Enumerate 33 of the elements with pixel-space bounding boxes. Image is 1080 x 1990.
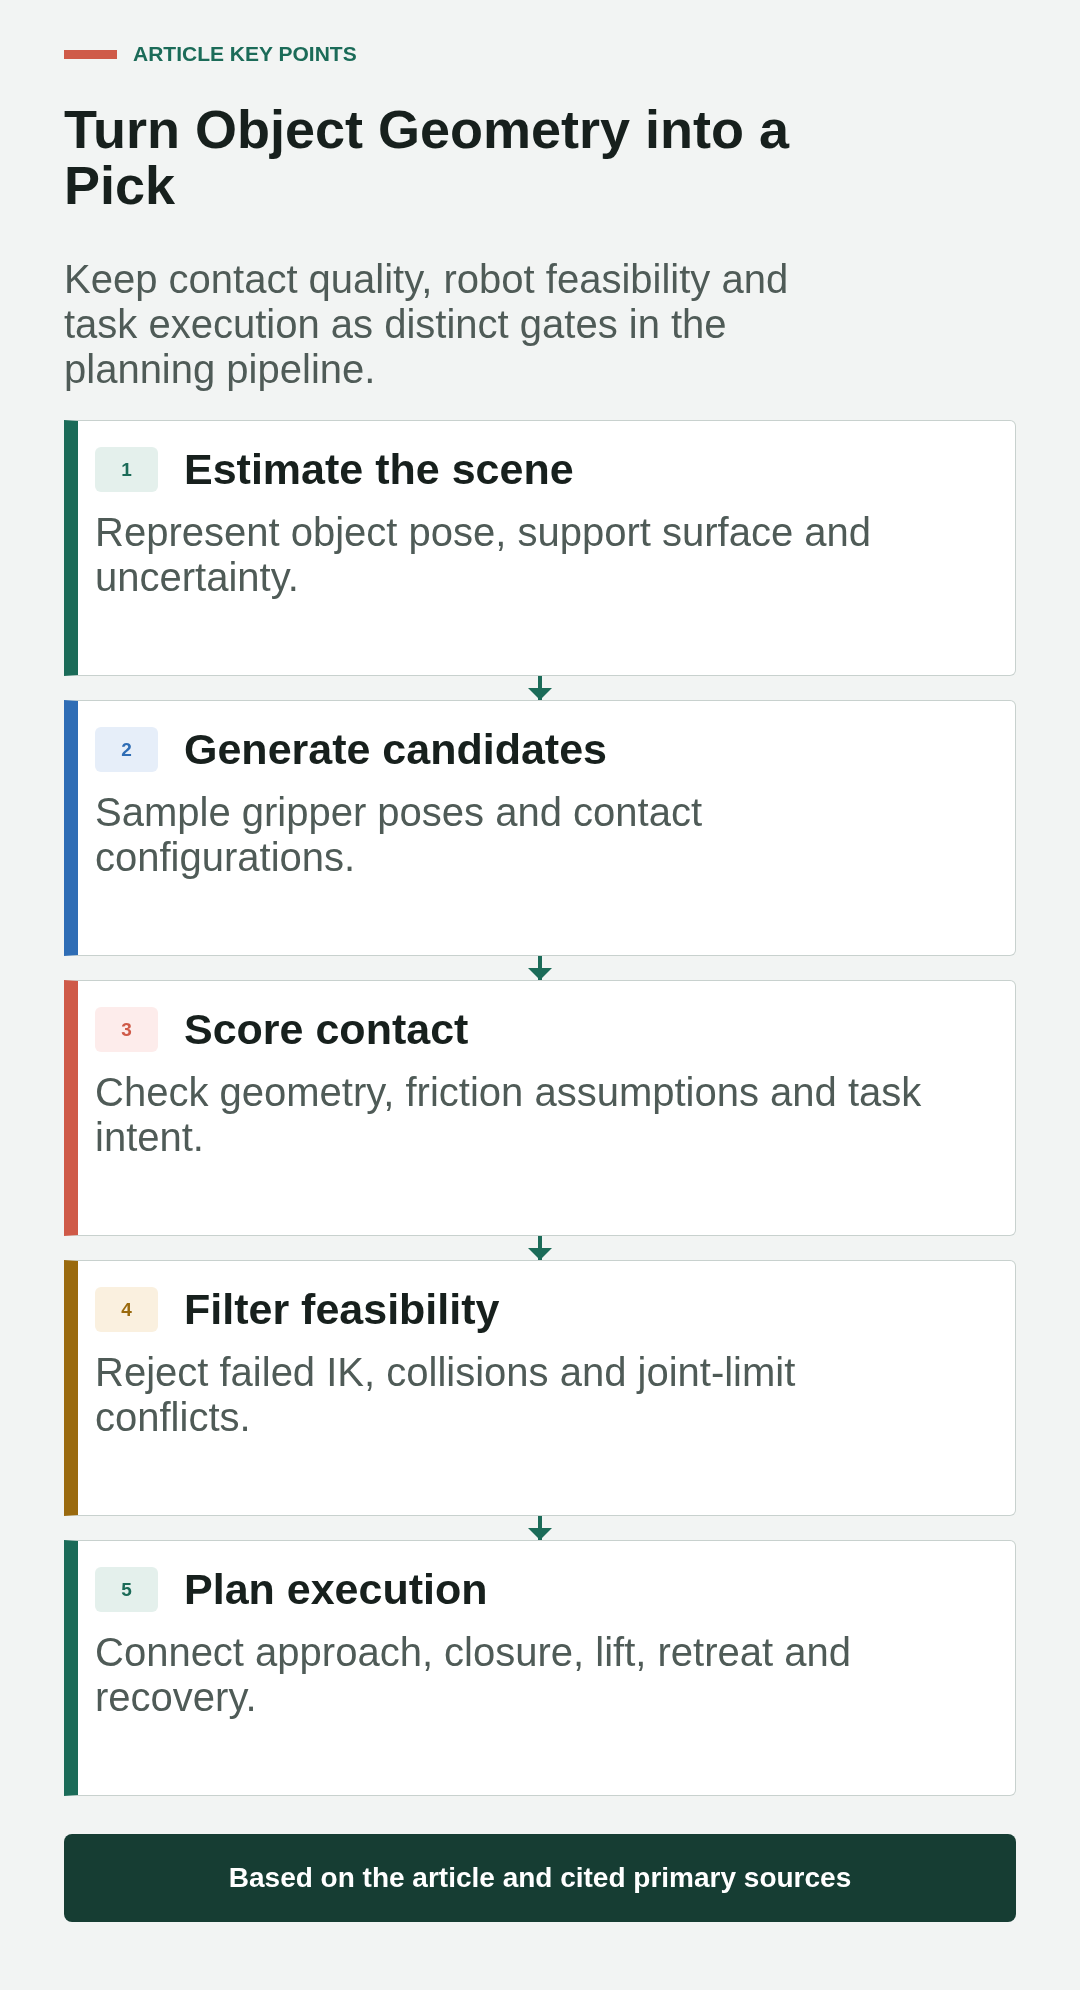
step-number: 1 — [121, 458, 132, 481]
title: Turn Object Geometry into a Pick — [64, 101, 791, 213]
arrow — [528, 1236, 552, 1260]
step-card — [64, 1260, 1016, 1516]
step-number: 4 — [121, 1298, 132, 1321]
arrow — [528, 956, 552, 980]
step-description: Check geometry, friction assumptions and task intent. — [95, 1070, 923, 1160]
step-card — [64, 420, 1016, 676]
number-badge — [95, 1287, 158, 1332]
number-badge — [95, 727, 158, 772]
step-card — [64, 980, 1016, 1236]
step-heading: Filter feasibility — [184, 1287, 500, 1332]
section-kicker: ARTICLE KEY POINTS — [133, 41, 357, 67]
number-badge — [95, 447, 158, 492]
step-heading: Estimate the scene — [184, 447, 574, 492]
step-heading: Generate candidates — [184, 727, 607, 772]
step-heading: Plan execution — [184, 1567, 488, 1612]
arrow — [528, 1516, 552, 1540]
step-heading: Score contact — [184, 1007, 469, 1052]
step-description: Represent object pose, support surface and uncertainty. — [95, 510, 873, 600]
step-number: 5 — [121, 1578, 132, 1601]
number-badge — [95, 1567, 158, 1612]
step-card — [64, 700, 1016, 956]
step-number: 3 — [121, 1018, 132, 1041]
arrow — [528, 676, 552, 700]
lead-paragraph: Keep contact quality, robot feasibility and task execution as distinct gates in the planning pipeline. — [64, 257, 790, 392]
step-card — [64, 1540, 1016, 1796]
step-number: 2 — [121, 738, 132, 761]
footer-note: Based on the article and cited primary sources — [228, 1861, 852, 1895]
footer-banner — [64, 1834, 1016, 1922]
step-description: Reject failed IK, collisions and joint-limit conflicts. — [95, 1350, 797, 1440]
step-description: Sample gripper poses and contact configurations. — [95, 790, 704, 880]
step-description: Connect approach, closure, lift, retreat and recovery. — [95, 1630, 852, 1720]
